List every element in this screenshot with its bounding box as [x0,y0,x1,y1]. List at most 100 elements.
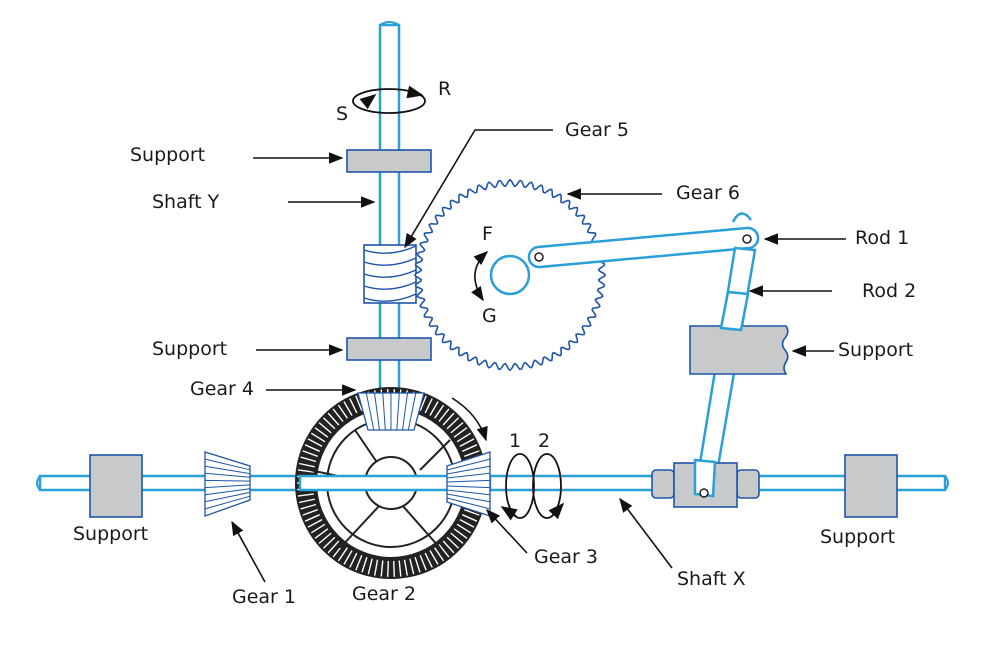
gear-2-tooth [304,514,320,522]
svg-text:Gear 4: Gear 4 [190,378,254,400]
gear-1-tooth [204,484,251,489]
gear-2-tooth [327,540,340,554]
gear-2-tooth [355,395,363,411]
gear-2-tooth [361,556,368,573]
gear-2-tooth [343,550,353,565]
gear-3-tooth [446,479,491,483]
gear-2-tooth [302,450,318,457]
gear-2-tooth [300,456,317,463]
gear-1-tooth [204,458,251,471]
gear-2-tooth [464,450,480,457]
label-gear-4: Gear 4 [190,378,357,400]
gear-2-tooth [459,518,475,528]
gear-2-tooth [456,432,472,443]
gear-2-tooth [403,559,408,576]
gear2-rotation-arrow [451,397,488,442]
label-support-left: Support [73,523,148,545]
support-right [844,454,898,518]
label-shaft-x: Shaft X [619,497,746,590]
svg-text:Gear 5: Gear 5 [565,119,629,141]
svg-text:Gear 6: Gear 6 [676,182,740,204]
gear-2-tooth [434,404,445,419]
label-rod-1: Rod 1 [763,227,909,249]
gear-2-tooth [387,560,389,577]
gear-2-tooth [302,509,318,516]
gear-1-tooth [204,491,251,503]
gear-2-tooth [398,560,402,577]
gear-2-tooth [318,422,332,434]
gear-3-tooth [446,465,491,475]
gear-2-tooth [322,417,336,430]
gear-1-tooth [204,479,251,482]
gear-2-tooth [429,401,439,416]
gear-5 [363,244,417,304]
gear-2-tooth [393,560,395,577]
gear-1-tooth [204,465,251,475]
rotation-sr-icon [352,85,426,114]
gear-2-tooth [456,523,472,534]
gear-2-tooth [419,395,427,411]
gear-2-tooth [462,444,478,452]
label-1: 1 [509,430,521,452]
support-top [346,149,432,173]
svg-text:Support: Support [73,523,148,545]
gear-4-tooth [407,392,417,431]
svg-text:Support: Support [152,338,227,360]
gear-2-tooth [446,417,460,430]
gear-2-tooth [307,518,323,528]
gear-2-tooth [429,550,439,565]
label-s: S [336,103,348,125]
label-support-right-mid: Support [791,339,913,361]
gear-3-tooth [446,458,491,471]
gear-1-tooth [204,488,251,496]
gear-2-tooth [332,408,344,422]
svg-text:Support: Support [838,339,913,361]
svg-text:Gear 1: Gear 1 [232,586,296,608]
gear-2-tooth [434,547,445,562]
svg-text:Shaft Y: Shaft Y [152,191,220,213]
gear-2-tooth [322,536,336,549]
rod-1 [527,212,760,269]
gear-4-tooth [365,392,375,431]
gear-4-tooth [396,392,400,431]
gear-2-tooth [307,438,323,448]
gear-2-tooth [409,558,415,575]
gear-2-tooth [343,401,353,416]
gear-2-tooth [367,558,373,575]
gear-2-tooth [450,532,464,544]
gear-2-tooth [297,493,314,497]
gear-3-tooth [446,472,491,479]
gear-1-tooth [204,495,251,510]
gear-2-tooth [450,422,464,434]
gear-4 [357,392,425,431]
label-support-right: Support [820,526,895,548]
rotation-12-icon [500,453,565,521]
gear-2-tooth [459,438,475,448]
gear-3-tooth [446,489,491,496]
gear-2-tooth [380,560,384,577]
gear-2-tooth [355,555,363,571]
gear-2-tooth [298,498,315,504]
gear-2-tooth [298,462,315,468]
slider-block [651,458,760,508]
gear-3 [446,451,491,517]
gear-3-tooth [446,497,491,510]
gear-2-tooth [424,398,433,414]
svg-text:Support: Support [820,526,895,548]
label-gear-3: Gear 3 [486,508,598,568]
gear-4-tooth [374,392,380,431]
gear-2-tooth [438,408,450,422]
gear-1-tooth [204,472,251,478]
support-left [89,454,143,518]
svg-text:Rod 2: Rod 2 [862,280,916,302]
gear-3-tooth [446,485,491,489]
gear-2-tooth [310,432,326,443]
support-mid [346,337,432,361]
gear-2-tooth [374,559,379,576]
rotation-fg-icon [471,251,489,302]
svg-text:Rod 1: Rod 1 [855,227,909,249]
gear-2-tooth [419,555,427,571]
label-support-top: Support [130,144,344,166]
label-f: F [482,223,493,245]
